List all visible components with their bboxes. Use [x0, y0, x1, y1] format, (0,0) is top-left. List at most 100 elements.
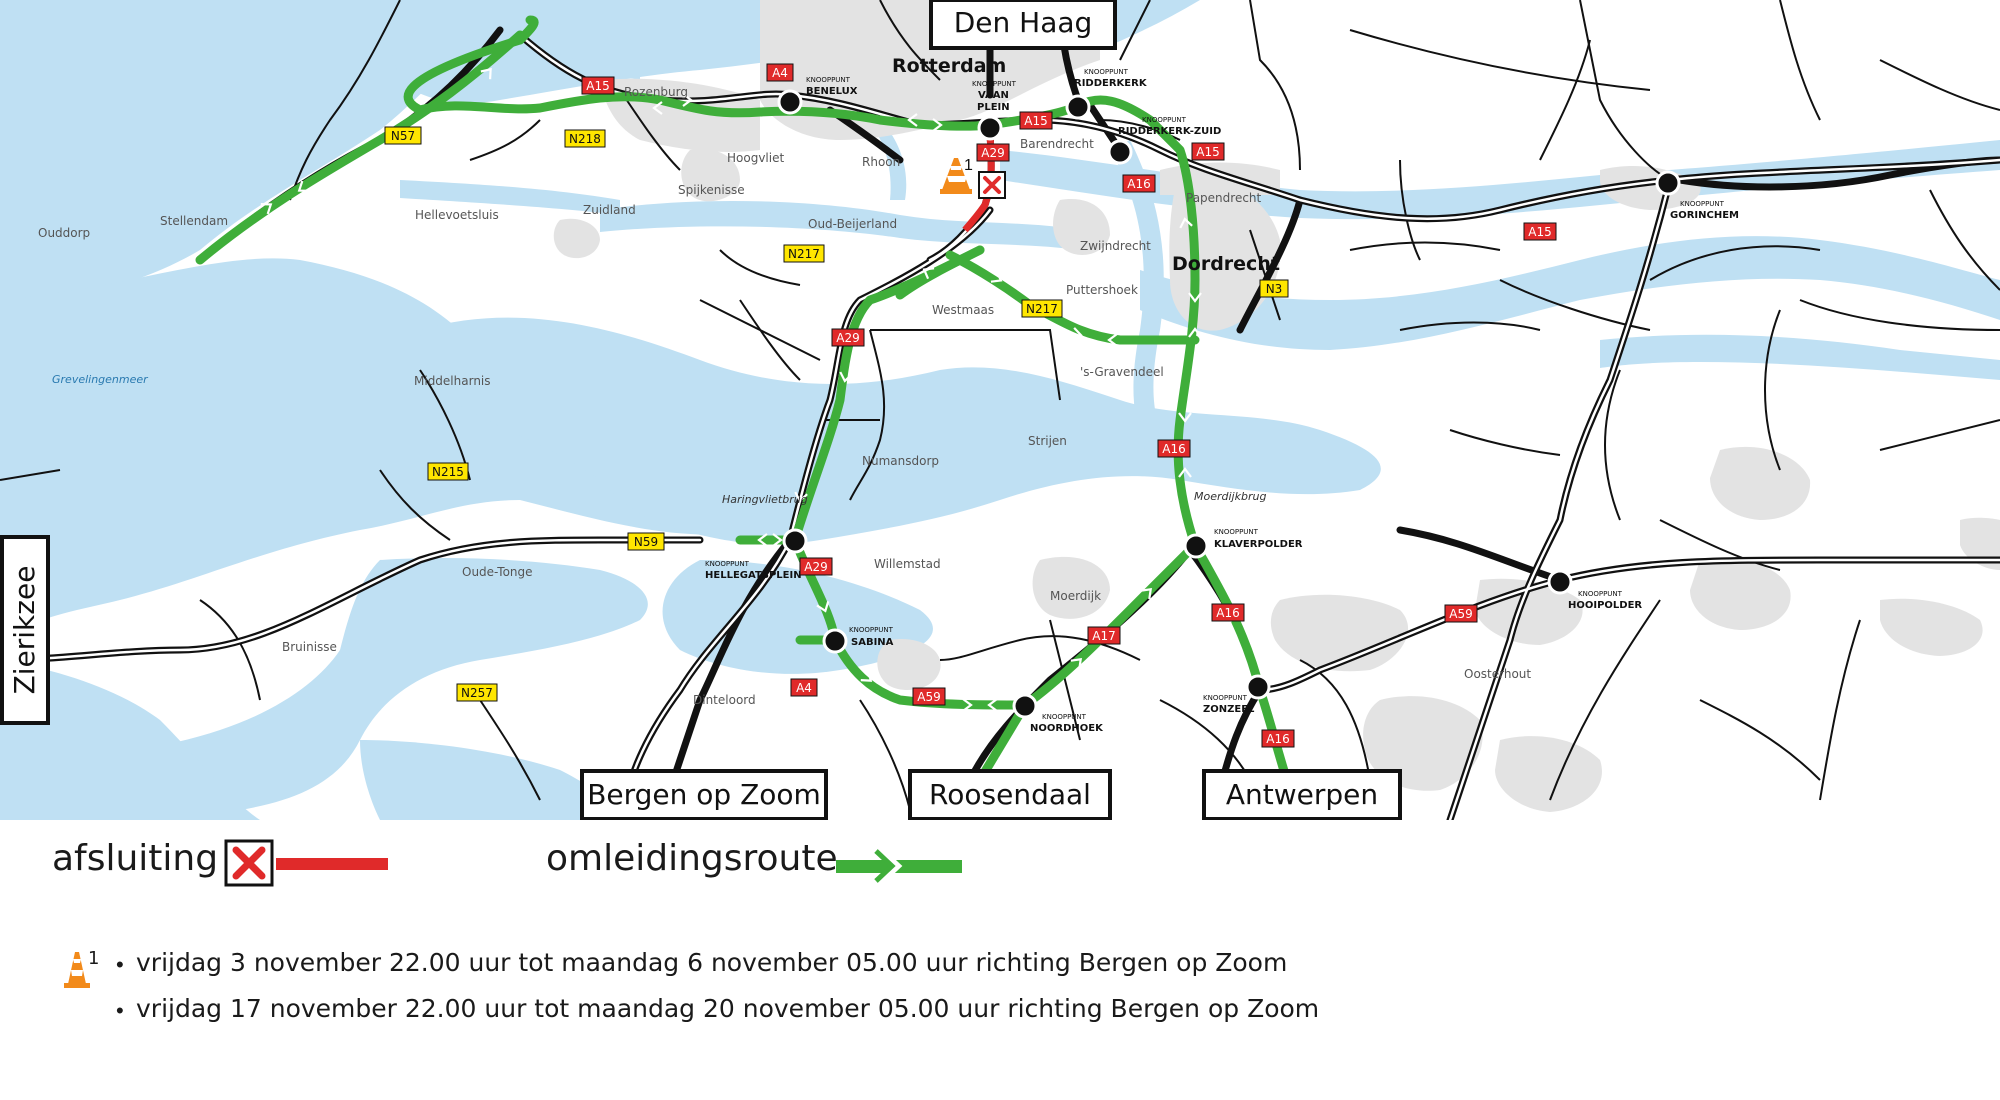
traffic-cone-icon	[940, 158, 972, 194]
shield-a29: A29	[831, 328, 865, 347]
shield-n59: N59	[627, 532, 665, 551]
junction-prefix: KNOOPPUNT	[1042, 713, 1087, 721]
svg-text:A17: A17	[1092, 629, 1115, 643]
svg-text:N218: N218	[569, 132, 601, 146]
svg-text:A59: A59	[917, 690, 940, 704]
junction-prefix: KNOOPPUNT	[1578, 590, 1623, 598]
junction-vaanplein	[977, 115, 1003, 141]
junction-prefix: KNOOPPUNT	[1680, 200, 1725, 208]
junction-prefix: KNOOPPUNT	[1142, 116, 1187, 124]
place-label: Oud-Beijerland	[808, 217, 897, 231]
junction-label-hellegatsplein: HELLEGATSPLEIN	[705, 570, 802, 581]
shield-n3: N3	[1259, 279, 1289, 298]
destination-zierikzee: Zierikzee	[0, 535, 50, 725]
junction-prefix: KNOOPPUNT	[972, 80, 1017, 88]
junction-label-sabina: SABINA	[851, 637, 894, 648]
shield-a16: A16	[1157, 439, 1191, 458]
destination-roosendaal: Roosendaal	[908, 769, 1112, 820]
junction-label-vaanplein-2: PLEIN	[977, 102, 1010, 113]
junction-prefix: KNOOPPUNT	[1203, 694, 1248, 702]
shield-a59: A59	[1444, 604, 1478, 623]
junction-label-klaverpolder: KLAVERPOLDER	[1214, 539, 1303, 550]
svg-text:A15: A15	[586, 79, 609, 93]
svg-text:A59: A59	[1449, 607, 1472, 621]
place-label: Ouddorp	[38, 226, 90, 240]
junction-prefix: KNOOPPUNT	[1084, 68, 1129, 76]
place-label: Oude-Tonge	[462, 565, 533, 579]
junction-label-noordhoek: NOORDHOEK	[1030, 723, 1104, 734]
place-label: Zwijndrecht	[1080, 239, 1151, 253]
svg-text:A29: A29	[981, 146, 1004, 160]
destination-bergen-op-zoom: Bergen op Zoom	[580, 769, 828, 820]
legend-note-1: vrijdag 3 november 22.00 uur tot maandag…	[136, 948, 1288, 977]
legend-closure-symbol	[224, 839, 388, 887]
junction-prefix: KNOOPPUNT	[849, 626, 894, 634]
legend-bullet: •	[116, 998, 124, 1023]
shield-n57: N57	[384, 126, 422, 145]
svg-text:Roosendaal: Roosendaal	[929, 778, 1091, 811]
svg-text:N217: N217	[1026, 302, 1058, 316]
place-label: Puttershoek	[1066, 283, 1138, 297]
place-label: Middelharnis	[414, 374, 491, 388]
legend-detour-label: omleidingsroute	[546, 838, 838, 879]
water-label-grevelingenmeer: Grevelingenmeer	[52, 373, 149, 386]
closure-icon	[978, 171, 1006, 199]
svg-text:A29: A29	[836, 331, 859, 345]
place-label: Dinteloord	[693, 693, 756, 707]
junction-hellegatsplein	[782, 528, 808, 554]
junction-label-gorinchem: GORINCHEM	[1670, 210, 1739, 221]
junction-label-hooipolder: HOOIPOLDER	[1568, 600, 1642, 611]
place-label: Numansdorp	[862, 454, 939, 468]
junction-sabina	[822, 628, 848, 654]
closure-marker-index: 1	[964, 157, 973, 174]
svg-text:A4: A4	[796, 681, 812, 695]
shield-a16: A16	[1211, 603, 1245, 622]
shield-n217: N217	[783, 244, 825, 263]
shield-a4: A4	[790, 678, 818, 697]
shield-a29: A29	[799, 557, 833, 576]
legend-detour-symbol	[836, 848, 962, 884]
city-label-dordrecht: Dordrecht	[1172, 253, 1280, 275]
shield-a17: A17	[1087, 626, 1121, 645]
destination-antwerpen: Antwerpen	[1202, 769, 1402, 820]
shield-n218: N218	[564, 129, 606, 148]
place-label: Zuidland	[583, 203, 636, 217]
place-label: Bruinisse	[282, 640, 337, 654]
shield-a15: A15	[1523, 222, 1557, 241]
junction-ridderkerk-zuid	[1107, 139, 1133, 165]
svg-text:A16: A16	[1127, 177, 1150, 191]
junction-klaverpolder	[1183, 533, 1209, 559]
place-label: Barendrecht	[1020, 137, 1094, 151]
shield-n217: N217	[1021, 299, 1063, 318]
place-label: Stellendam	[160, 214, 228, 228]
junction-label-vaanplein-1: VAAN	[978, 90, 1009, 101]
destination-den-haag: Den Haag	[929, 0, 1117, 50]
shield-n215: N215	[427, 462, 469, 481]
shield-a29: A29	[976, 143, 1010, 162]
svg-text:Zierikzee: Zierikzee	[8, 566, 41, 695]
place-label: Rozenburg	[624, 85, 688, 99]
shield-a59: A59	[912, 687, 946, 706]
place-label: Hellevoetsluis	[415, 208, 499, 222]
legend-bullet: •	[116, 952, 124, 977]
junction-prefix: KNOOPPUNT	[705, 560, 750, 568]
junction-zonzeel	[1245, 674, 1271, 700]
junction-ridderkerk	[1065, 94, 1091, 120]
svg-text:Antwerpen: Antwerpen	[1226, 778, 1378, 811]
svg-text:A16: A16	[1266, 732, 1289, 746]
junction-label-benelux: BENELUX	[806, 86, 858, 97]
shield-a15: A15	[1019, 111, 1053, 130]
shield-a16: A16	[1261, 729, 1295, 748]
svg-text:Bergen op Zoom: Bergen op Zoom	[587, 778, 821, 811]
svg-text:N59: N59	[634, 535, 658, 549]
svg-text:Den Haag: Den Haag	[954, 6, 1093, 39]
svg-text:A16: A16	[1216, 606, 1239, 620]
svg-text:A4: A4	[772, 66, 788, 80]
junctions	[777, 89, 1681, 719]
bridge-label-haringvlietbrug: Haringvlietbrug	[722, 493, 808, 506]
shield-a15: A15	[1191, 142, 1225, 161]
svg-text:A15: A15	[1196, 145, 1219, 159]
svg-text:A16: A16	[1162, 442, 1185, 456]
city-label-rotterdam: Rotterdam	[892, 55, 1006, 77]
place-label: Spijkenisse	[678, 183, 745, 197]
